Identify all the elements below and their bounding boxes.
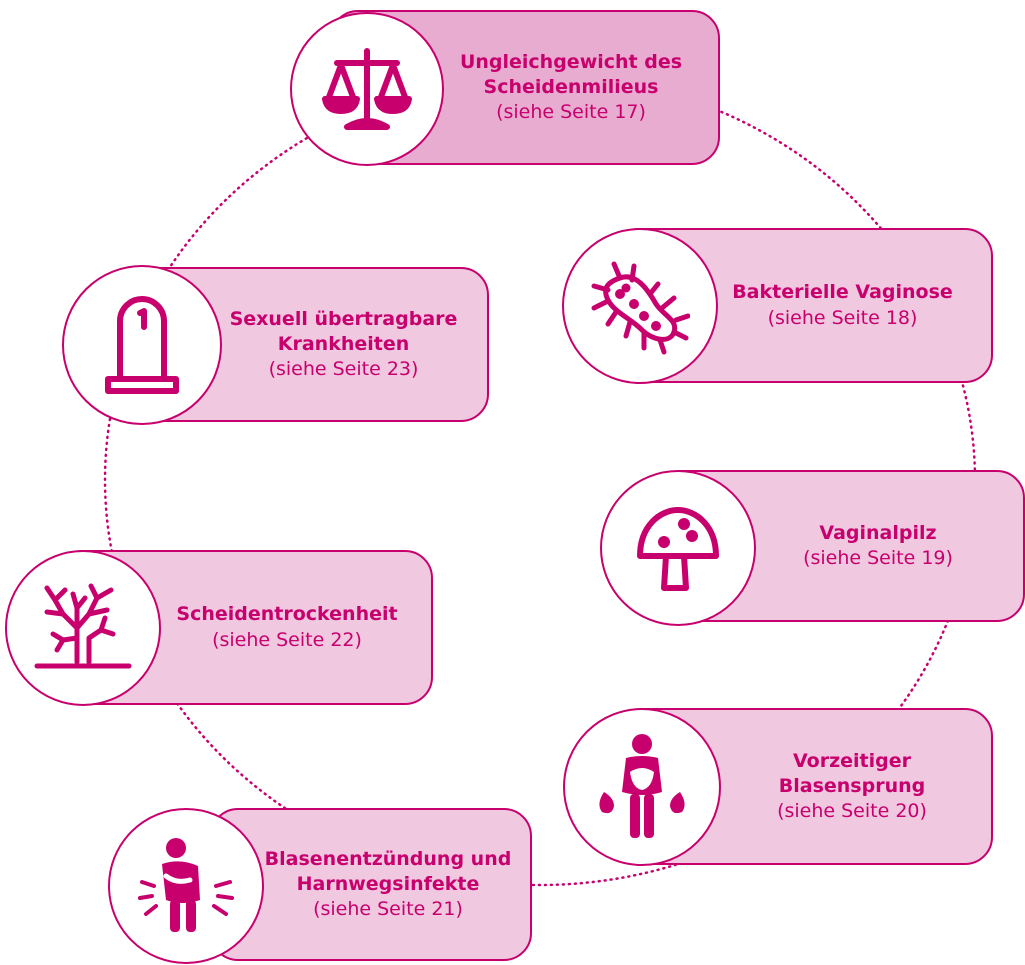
topic-title: Scheidentrockenheit <box>176 603 398 626</box>
topic-title: Ungleichgewicht des Scheidenmilieus <box>459 50 683 98</box>
scale-icon <box>322 48 412 130</box>
condom-icon <box>105 296 179 394</box>
abdominal-pain-figure-icon <box>138 838 234 932</box>
page-reference: (siehe Seite 20) <box>777 800 927 823</box>
page-reference: (siehe Seite 17) <box>496 101 646 124</box>
pregnant-figure-icon <box>599 734 685 838</box>
topic-title: Sexuell übertragbare Krankheiten <box>229 307 458 355</box>
page-reference: (siehe Seite 19) <box>803 547 953 569</box>
condom-icon-circle <box>62 265 222 425</box>
page-reference: (siehe Seite 21) <box>313 898 463 921</box>
page-reference: (siehe Seite 23) <box>268 358 419 381</box>
topic-title: Vaginalpilz <box>819 521 937 544</box>
dry-tree-icon <box>34 583 132 669</box>
topic-title: Bakterielle Vaginose <box>732 281 953 304</box>
page-reference: (siehe Seite 22) <box>212 628 362 651</box>
topic-title: Vorzeitiger Blasensprung <box>778 749 926 797</box>
topic-title: Blasenentzündung und Harnwegsinfekte <box>264 847 512 895</box>
scale-icon-circle <box>290 12 444 166</box>
dry-tree-icon-circle <box>5 550 161 706</box>
mushroom-icon-circle <box>600 470 756 626</box>
pregnant-figure-icon-circle <box>563 708 721 866</box>
abdominal-pain-figure-icon-circle <box>108 808 264 964</box>
mushroom-icon <box>637 507 719 591</box>
page-reference: (siehe Seite 18) <box>767 306 918 329</box>
bacteria-icon <box>591 261 690 355</box>
bacteria-icon-circle <box>562 228 718 384</box>
